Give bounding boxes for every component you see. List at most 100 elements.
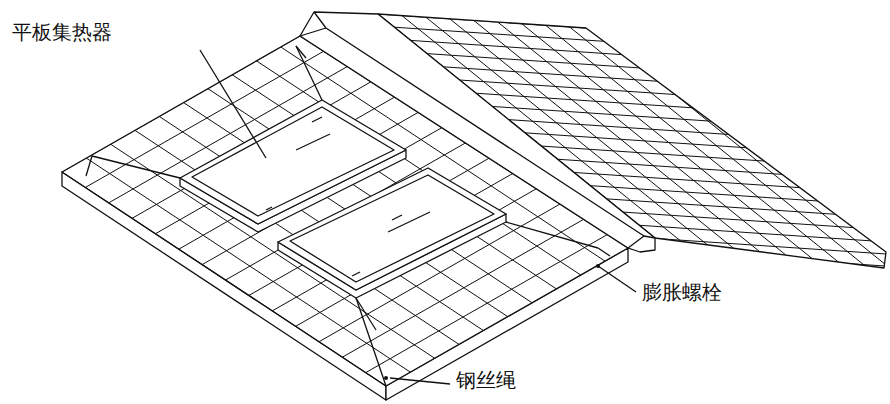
tile-line <box>0 0 808 404</box>
tile-line <box>283 0 890 404</box>
tile-line <box>0 0 665 404</box>
leader-line <box>200 50 266 158</box>
tile-line <box>0 0 890 22</box>
tile-line <box>0 0 785 404</box>
tile-line <box>43 0 890 404</box>
tile-line <box>91 0 890 404</box>
tile-line <box>139 0 890 404</box>
leader-line <box>598 266 636 292</box>
tile-line <box>0 0 737 404</box>
tile-line <box>0 0 716 404</box>
tile-line <box>0 0 521 404</box>
tile-line <box>0 0 530 404</box>
part-label: 膨胀螺栓 <box>640 280 724 304</box>
expansion-bolt <box>384 264 600 380</box>
tile-line <box>0 0 546 404</box>
tile-line <box>0 0 545 404</box>
tile-line <box>0 0 553 404</box>
tile-line <box>0 0 813 404</box>
part-label: 钢丝绳 <box>454 368 518 392</box>
ridge-end <box>628 236 655 252</box>
tile-line <box>0 0 713 404</box>
tile-line <box>259 0 890 404</box>
tile-line <box>0 0 890 35</box>
tile-line <box>0 0 890 8</box>
tile-line <box>0 10 890 404</box>
tile-line <box>0 0 890 48</box>
tile-line <box>0 0 832 404</box>
tile-line <box>0 0 862 404</box>
tile-line <box>19 0 890 404</box>
tile-line <box>0 0 837 404</box>
tile-line <box>0 0 593 404</box>
tile-line <box>0 244 890 365</box>
tile-line <box>0 0 646 404</box>
tile-line <box>0 0 689 404</box>
part-label: 平板集热器 <box>10 20 114 44</box>
flat-plate-collector <box>278 168 506 290</box>
collector-glass <box>290 175 494 282</box>
tile-line <box>0 0 810 404</box>
tile-line <box>0 0 296 272</box>
tile-line <box>0 0 857 404</box>
tile-line <box>0 270 890 391</box>
tile-line <box>0 257 890 378</box>
tile-line <box>67 0 890 404</box>
tile-line <box>0 0 787 404</box>
tile-line <box>0 0 789 404</box>
tile-line <box>0 0 740 404</box>
tile-line <box>0 0 856 404</box>
tile-line <box>0 0 600 404</box>
tile-line <box>0 0 890 74</box>
tile-line <box>235 0 890 404</box>
tile-line <box>0 0 570 404</box>
front-roof <box>62 36 628 386</box>
tile-line <box>0 0 576 404</box>
leader-line <box>390 378 450 384</box>
tile-line <box>0 0 643 404</box>
tile-line <box>115 0 890 404</box>
tile-line <box>0 0 594 404</box>
tile-line <box>0 0 691 404</box>
tile-line <box>0 0 740 404</box>
tile-line <box>0 0 521 404</box>
tile-line <box>0 0 569 404</box>
wire-rope <box>86 46 610 386</box>
